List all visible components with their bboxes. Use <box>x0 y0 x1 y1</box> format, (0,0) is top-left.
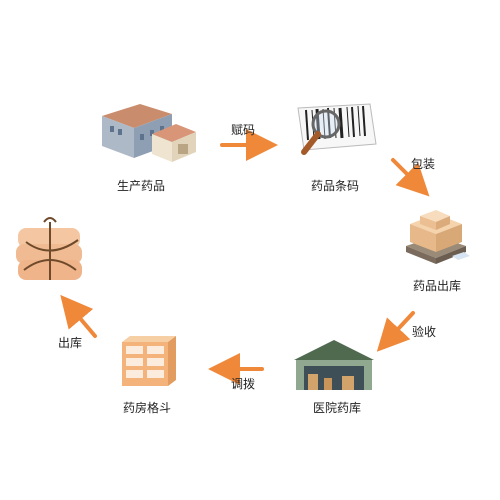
edge-label-transfer: 调拨 <box>231 377 256 391</box>
arrow-out <box>60 294 97 338</box>
hospital-warehouse-illustration <box>290 334 378 392</box>
boxes-pallet-illustration <box>400 202 472 270</box>
node-label-warehouse-out: 药品出库 <box>412 279 462 293</box>
node-label-produce: 生产药品 <box>116 179 166 193</box>
arrow-inspect <box>376 311 415 352</box>
edge-label-out: 出库 <box>58 336 83 350</box>
edge-label-inspect: 验收 <box>412 325 437 339</box>
node-label-barcode: 药品条码 <box>310 179 360 193</box>
edge-label-packing: 包装 <box>411 157 436 171</box>
edge-label-assign-code: 赋码 <box>231 123 256 137</box>
factory-illustration <box>92 96 200 166</box>
node-label-pharmacy: 药房格斗 <box>122 401 172 415</box>
barcode-illustration <box>290 100 382 160</box>
tied-package-illustration <box>14 214 88 286</box>
drawer-cabinet-illustration <box>118 334 178 388</box>
node-label-hospital: 医院药库 <box>312 401 362 415</box>
